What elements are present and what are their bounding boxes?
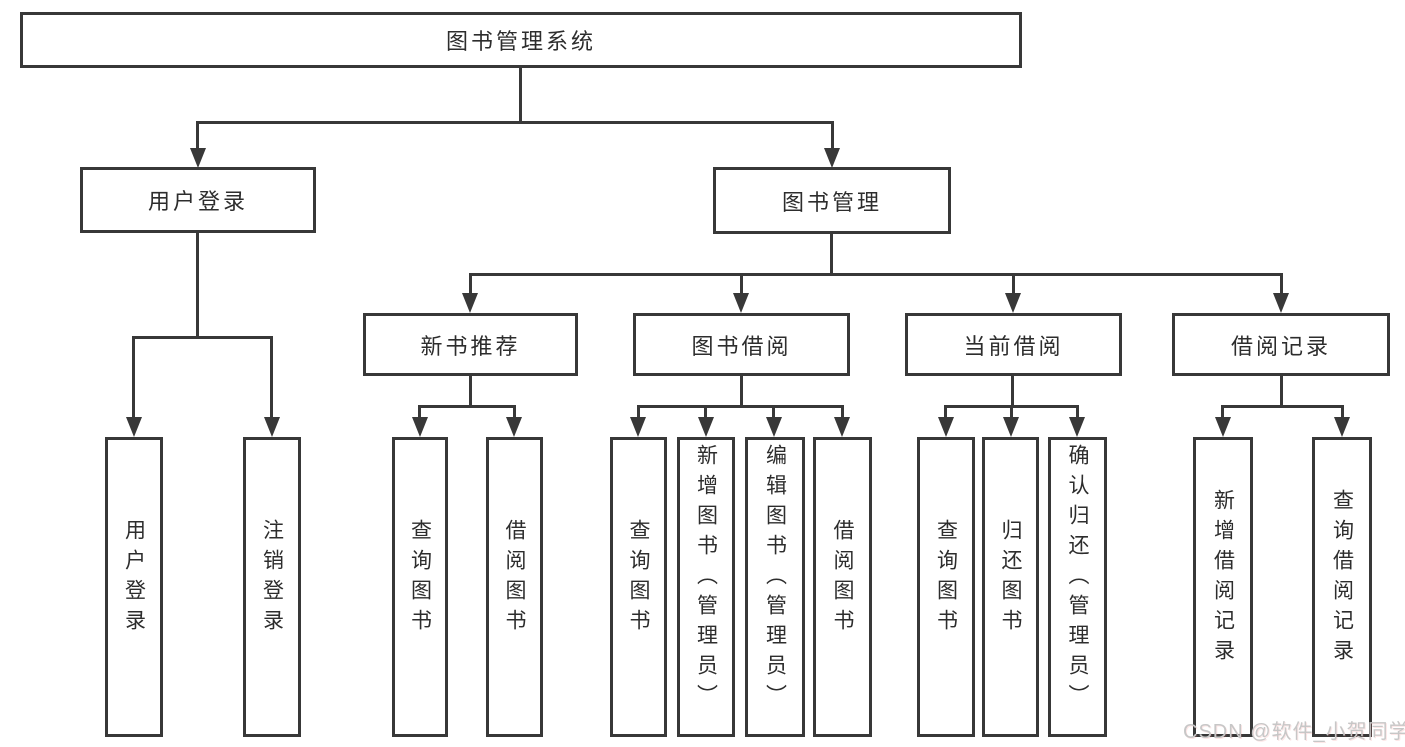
connector-book-borrow-bus <box>637 405 844 408</box>
connector-book-mgmt-bus <box>469 273 1282 276</box>
node-label: 图书借阅 <box>691 333 792 359</box>
connector-arrow-stem <box>1341 405 1344 419</box>
node-label: 注销登录 <box>260 519 284 639</box>
node-label: 确认归还（管理员） <box>1066 444 1089 714</box>
connector-arrow-stem <box>831 121 834 151</box>
node-label: 借阅图书 <box>503 519 526 639</box>
connector-arrow-stem <box>740 273 743 296</box>
arrow-down-icon <box>824 148 840 168</box>
connector-arrow-stem <box>513 405 516 419</box>
node-book-borrowing: 图书借阅 <box>633 313 850 376</box>
arrow-down-icon <box>126 417 142 437</box>
connector-arrow-stem <box>637 405 640 419</box>
connector-root-stub <box>519 68 522 121</box>
connector-new-book-bus <box>418 405 516 408</box>
connector-arrow-stem <box>196 121 199 151</box>
connector-arrow-stem <box>1010 405 1013 419</box>
connector-new-book-stub <box>469 376 472 405</box>
connector-arrow-stem <box>704 405 707 419</box>
node-label: 新增借阅记录 <box>1211 489 1235 669</box>
node-leaf-user-login: 用户登录 <box>105 437 163 737</box>
arrow-down-icon <box>698 417 714 437</box>
node-leaf-query-borrow-record: 查询借阅记录 <box>1312 437 1372 737</box>
arrow-down-icon <box>1005 293 1021 313</box>
connector-book-mgmt-stub <box>830 234 833 273</box>
node-leaf-query-books-recommend: 查询图书 <box>392 437 448 737</box>
node-label: 图书管理系统 <box>445 29 596 54</box>
connector-user-login-stub <box>196 233 199 336</box>
node-label: 查询图书 <box>934 519 958 639</box>
node-label: 借阅记录 <box>1230 333 1331 359</box>
node-leaf-query-books-current: 查询图书 <box>917 437 975 737</box>
arrow-down-icon <box>264 417 280 437</box>
connector-arrow-stem <box>469 273 472 296</box>
csdn-watermark: CSDN @软件_小贺同学 <box>1183 721 1405 743</box>
connector-arrow-stem <box>772 405 775 419</box>
arrow-down-icon <box>412 417 428 437</box>
node-label: 借阅图书 <box>831 519 854 639</box>
node-leaf-query-books-borrow: 查询图书 <box>610 437 667 737</box>
node-label: 用户登录 <box>122 519 146 639</box>
connector-current-borrow-stub <box>1011 376 1014 405</box>
node-leaf-borrow-books-recommend: 借阅图书 <box>486 437 543 737</box>
arrow-down-icon <box>1215 417 1231 437</box>
connector-arrow-stem <box>1076 405 1079 419</box>
node-label: 图书管理 <box>781 189 882 215</box>
connector-arrow-stem <box>1012 273 1015 296</box>
node-new-book-recommend: 新书推荐 <box>363 313 578 376</box>
node-label: 归还图书 <box>999 519 1022 639</box>
arrow-down-icon <box>1273 293 1289 313</box>
connector-book-borrow-stub <box>740 376 743 405</box>
node-user-login: 用户登录 <box>80 167 316 233</box>
node-leaf-logout: 注销登录 <box>243 437 301 737</box>
arrow-down-icon <box>834 417 850 437</box>
node-leaf-borrow-books: 借阅图书 <box>813 437 872 737</box>
node-label: 查询图书 <box>408 519 432 639</box>
node-leaf-edit-books-admin: 编辑图书（管理员） <box>745 437 805 737</box>
node-label: 编辑图书（管理员） <box>763 444 787 714</box>
connector-arrow-stem <box>1221 405 1224 419</box>
node-library-management-system: 图书管理系统 <box>20 12 1022 68</box>
node-leaf-confirm-return-admin: 确认归还（管理员） <box>1048 437 1107 737</box>
node-book-management: 图书管理 <box>713 167 951 234</box>
arrow-down-icon <box>462 293 478 313</box>
arrow-down-icon <box>1334 417 1350 437</box>
node-borrowing-records: 借阅记录 <box>1172 313 1390 376</box>
arrow-down-icon <box>630 417 646 437</box>
connector-records-bus <box>1221 405 1344 408</box>
node-label: 新增图书（管理员） <box>694 444 718 714</box>
node-leaf-add-borrow-record: 新增借阅记录 <box>1193 437 1253 737</box>
node-current-borrowing: 当前借阅 <box>905 313 1122 376</box>
node-label: 用户登录 <box>147 189 248 214</box>
connector-arrow-stem <box>944 405 947 419</box>
connector-arrow-stem <box>841 405 844 419</box>
arrow-down-icon <box>1003 417 1019 437</box>
arrow-down-icon <box>938 417 954 437</box>
connector-user-login-bus <box>132 336 273 339</box>
arrow-down-icon <box>733 293 749 313</box>
arrow-down-icon <box>1069 417 1085 437</box>
connector-arrow-stem <box>132 336 135 418</box>
node-label: 当前借阅 <box>963 333 1064 359</box>
node-leaf-return-books: 归还图书 <box>982 437 1039 737</box>
arrow-down-icon <box>766 417 782 437</box>
connector-arrow-stem <box>1280 273 1283 296</box>
connector-records-stub <box>1280 376 1283 405</box>
node-label: 新书推荐 <box>420 333 521 359</box>
node-label: 查询图书 <box>627 519 650 639</box>
connector-arrow-stem <box>418 405 421 419</box>
arrow-down-icon <box>506 417 522 437</box>
connector-arrow-stem <box>270 336 273 418</box>
node-leaf-add-books-admin: 新增图书（管理员） <box>677 437 735 737</box>
connector-root-bus <box>196 121 834 124</box>
node-label: 查询借阅记录 <box>1330 489 1354 669</box>
arrow-down-icon <box>190 148 206 168</box>
